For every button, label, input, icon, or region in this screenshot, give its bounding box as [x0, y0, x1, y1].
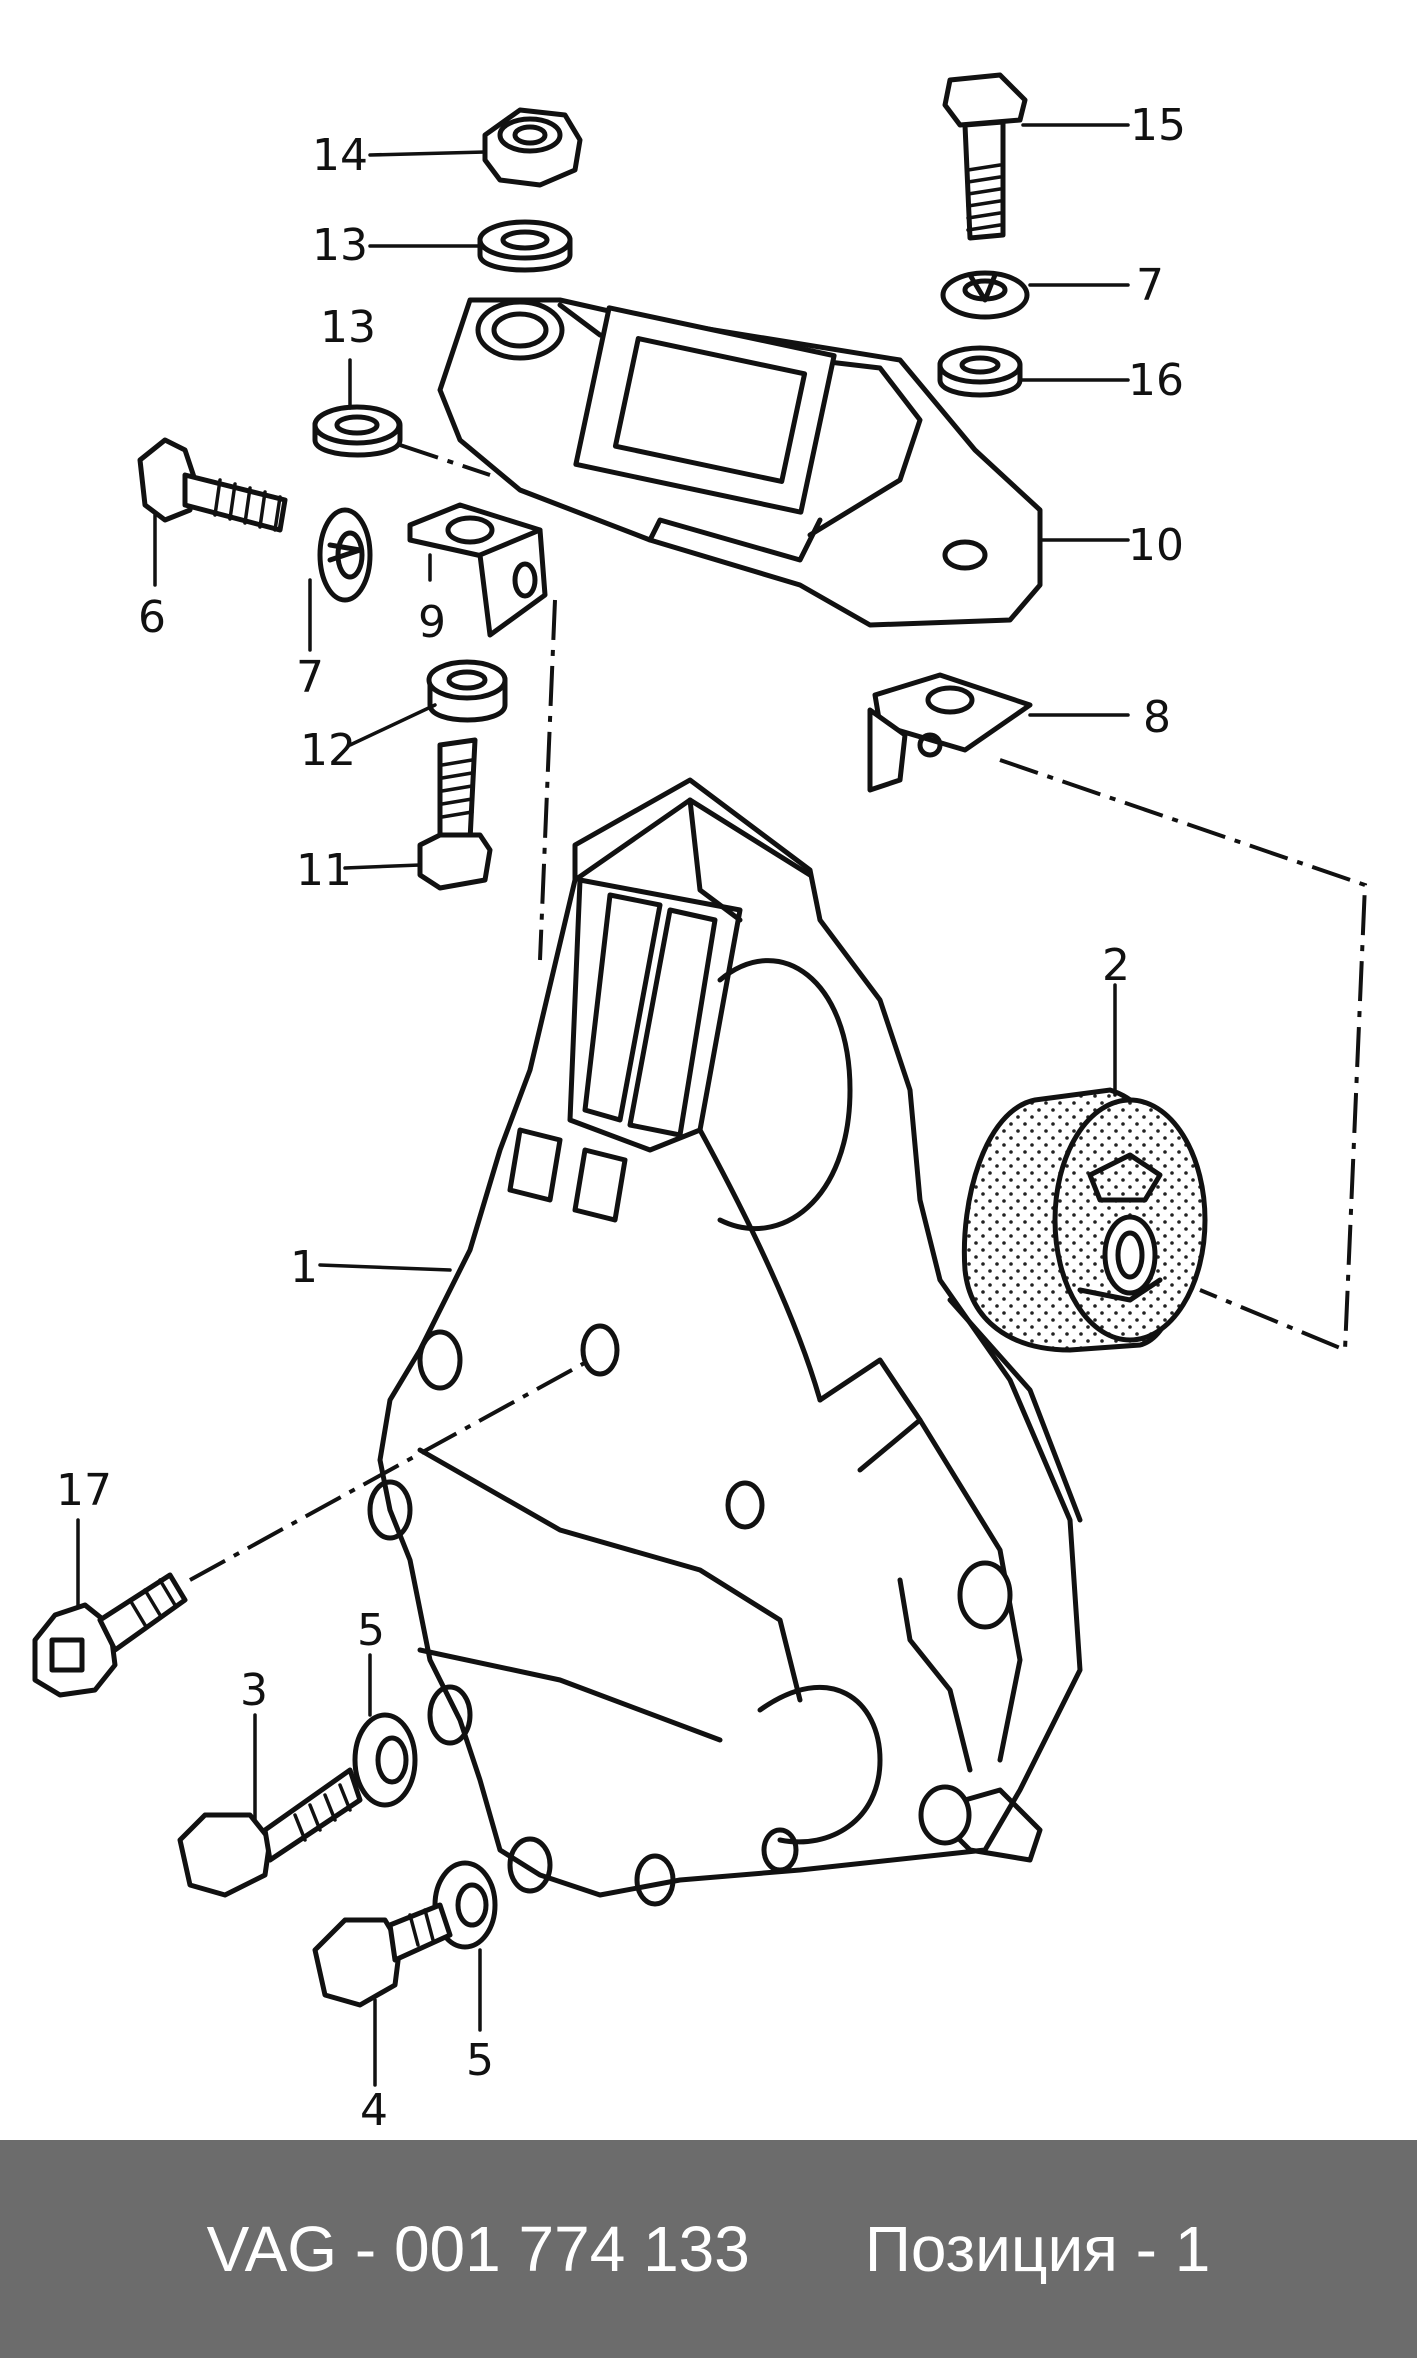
callout-2: 2	[1102, 940, 1130, 991]
callout-6: 6	[138, 592, 166, 643]
callout-13-left: 13	[320, 302, 376, 353]
nut-14	[482, 107, 583, 188]
callout-7-right: 7	[1136, 260, 1164, 311]
assembly-lines	[189, 443, 1368, 1582]
washer-16	[937, 345, 1023, 398]
callout-13-top: 13	[312, 220, 368, 271]
rubber-bushing	[961, 1087, 1208, 1353]
callout-5-top: 5	[357, 1605, 385, 1656]
callout-4: 4	[360, 2085, 388, 2136]
spacer-12	[426, 659, 508, 723]
callout-5-bottom: 5	[466, 2035, 494, 2086]
washer-5-bottom	[432, 1860, 498, 1950]
bolt-3	[177, 1767, 363, 1898]
leader-lines	[76, 123, 1130, 2087]
callout-15: 15	[1130, 100, 1186, 151]
callout-16: 16	[1128, 355, 1184, 406]
spring-washer-7-right	[940, 270, 1030, 320]
part-number-label: VAG - 001 774 133	[206, 2213, 750, 2285]
callout-11: 11	[296, 845, 352, 896]
callout-14: 14	[312, 130, 368, 181]
mount-bracket-plate	[437, 297, 1043, 628]
angle-clip-8	[867, 672, 1033, 793]
bolt-11	[417, 737, 493, 891]
housing-bracket	[367, 777, 1083, 1907]
callout-10: 10	[1128, 520, 1184, 571]
exploded-parts-diagram: 14 13 13 15 7 16 10 8 6 7 9 12 11 1 2 17…	[32, 72, 1368, 2136]
callout-1: 1	[290, 1242, 318, 1293]
bolt-4	[312, 1902, 453, 2008]
socket-bolt-17	[32, 1572, 188, 1698]
angle-clip-9	[407, 502, 548, 638]
washer-5-top	[352, 1712, 418, 1808]
callout-numbers: 14 13 13 15 7 16 10 8 6 7 9 12 11 1 2 17…	[56, 100, 1186, 2136]
washer-13-top	[477, 219, 573, 273]
callout-12: 12	[300, 725, 356, 776]
callout-9: 9	[418, 597, 446, 648]
callout-3: 3	[240, 1665, 268, 1716]
bolt-15	[942, 72, 1028, 241]
footer-bar: VAG - 001 774 133 Позиция - 1	[0, 2140, 1417, 2358]
bolt-6	[137, 437, 288, 533]
callout-17: 17	[56, 1465, 112, 1516]
callout-8: 8	[1143, 692, 1171, 743]
washer-13-left	[312, 404, 403, 458]
callout-7-left: 7	[296, 652, 324, 703]
spring-washer-7-left	[317, 507, 373, 603]
position-label: Позиция - 1	[864, 2213, 1211, 2285]
